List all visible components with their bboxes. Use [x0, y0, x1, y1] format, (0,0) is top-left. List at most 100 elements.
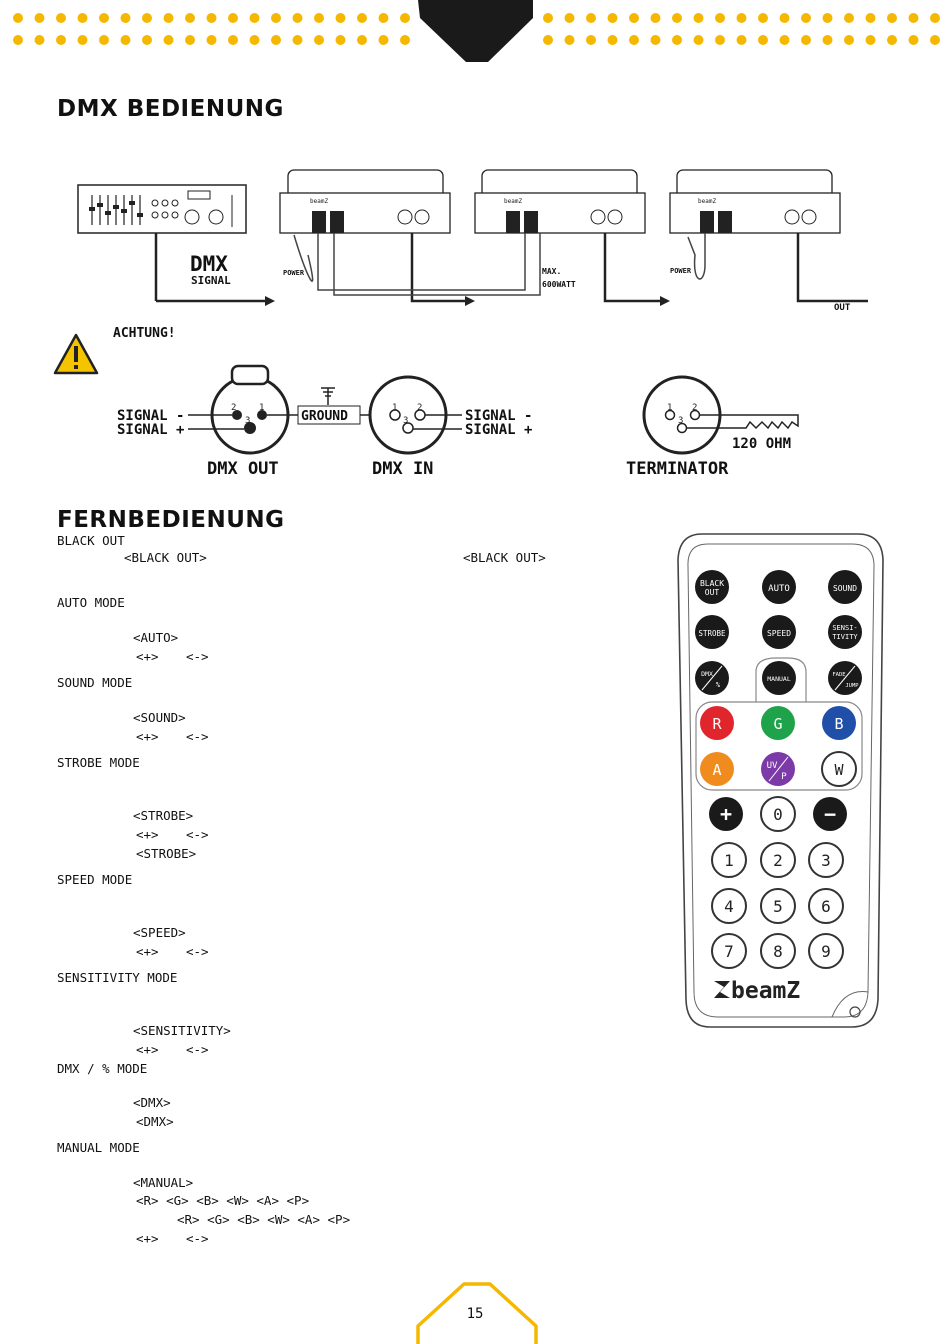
- zero-button[interactable]: 0: [760, 796, 796, 832]
- svg-text:OUT: OUT: [834, 303, 851, 313]
- decor-dot: [844, 13, 854, 23]
- green-button[interactable]: G: [761, 706, 795, 740]
- decor-dot: [142, 35, 152, 45]
- decor-dot: [801, 13, 811, 23]
- svg-text:B: B: [834, 715, 843, 733]
- top-decoration: [13, 0, 940, 62]
- svg-text:SPEED: SPEED: [767, 629, 791, 638]
- svg-text:DMX: DMX: [701, 670, 713, 678]
- decor-dot: [163, 35, 174, 45]
- decor-dot: [629, 35, 639, 45]
- dmx-percent-button[interactable]: DMX %: [695, 661, 729, 695]
- power-cables: [293, 233, 706, 296]
- sensitivity-button[interactable]: SENSI- TIVITY: [828, 615, 862, 649]
- manual-button[interactable]: MANUAL: [762, 661, 796, 695]
- svg-text:beamZ: beamZ: [698, 198, 716, 205]
- svg-text:1: 1: [667, 403, 672, 413]
- svg-text:SENSI-: SENSI-: [832, 624, 857, 632]
- svg-text:G: G: [773, 715, 782, 733]
- terminator-connector: [642, 375, 799, 455]
- decor-dot: [400, 13, 410, 23]
- page-number: 15: [466, 1306, 484, 1322]
- speed-button[interactable]: SPEED: [762, 615, 796, 649]
- svg-text:MAX.: MAX.: [542, 267, 561, 276]
- decor-dot: [77, 13, 88, 23]
- number-4-button[interactable]: [711, 888, 747, 924]
- decor-dot: [13, 13, 23, 23]
- decor-dot: [206, 13, 217, 23]
- svg-text:SIGNAL -: SIGNAL -: [117, 408, 184, 424]
- decor-dot: [543, 35, 553, 45]
- dmx-out-connector: [210, 364, 290, 455]
- decor-dot: [758, 13, 768, 23]
- decor-dot: [844, 35, 854, 45]
- svg-text:7: 7: [724, 942, 734, 961]
- signal-label: SIGNAL: [191, 274, 231, 287]
- number-9-button[interactable]: [808, 933, 844, 969]
- amber-button[interactable]: A: [700, 752, 734, 786]
- decor-dot: [249, 35, 260, 45]
- svg-text:POWER: POWER: [670, 267, 692, 275]
- auto-button[interactable]: AUTO: [762, 570, 796, 604]
- svg-text:SIGNAL -: SIGNAL -: [465, 408, 532, 424]
- number-7-button[interactable]: [711, 933, 747, 969]
- svg-text:MANUAL: MANUAL: [767, 675, 791, 683]
- minus-button[interactable]: −: [813, 797, 847, 831]
- svg-text:9: 9: [821, 942, 831, 961]
- decor-dot: [34, 35, 45, 45]
- decor-dot: [822, 13, 833, 23]
- blue-button[interactable]: B: [822, 706, 856, 740]
- remote-heading: FERNBEDIENUNG: [57, 507, 285, 533]
- svg-text:%: %: [716, 681, 721, 689]
- decor-dot: [228, 13, 238, 23]
- sound-button[interactable]: SOUND: [828, 570, 862, 604]
- decor-dot: [56, 13, 66, 23]
- decor-dot: [292, 35, 303, 45]
- decor-dot: [271, 35, 281, 45]
- svg-text:3: 3: [678, 416, 683, 426]
- svg-text:beamZ: beamZ: [310, 198, 328, 205]
- decor-dot: [930, 13, 940, 23]
- dmx-in-label: DMX IN: [372, 459, 433, 479]
- decor-dot: [400, 35, 410, 45]
- number-2-button[interactable]: [760, 842, 796, 878]
- white-button[interactable]: W: [821, 751, 857, 787]
- svg-text:A: A: [712, 761, 721, 779]
- svg-text:5: 5: [773, 897, 783, 916]
- red-button[interactable]: R: [700, 706, 734, 740]
- svg-text:TIVITY: TIVITY: [832, 633, 858, 641]
- decor-dot: [228, 35, 238, 45]
- number-6-button[interactable]: [808, 888, 844, 924]
- beamz-logo: beamZ: [714, 978, 800, 1004]
- plus-button[interactable]: +: [709, 797, 743, 831]
- blackout-button[interactable]: BLACK OUT: [695, 570, 729, 604]
- decor-dot: [335, 35, 346, 45]
- number-3-button[interactable]: [808, 842, 844, 878]
- svg-text:3: 3: [821, 851, 831, 870]
- decor-dot: [865, 35, 876, 45]
- uv-button[interactable]: UV P: [761, 752, 795, 786]
- warning-icon: [53, 333, 99, 375]
- svg-text:−: −: [824, 802, 836, 826]
- number-8-button[interactable]: [760, 933, 796, 969]
- number-1-button[interactable]: [711, 842, 747, 878]
- svg-text:beamZ: beamZ: [731, 978, 800, 1004]
- decor-dot: [564, 35, 575, 45]
- strobe-button[interactable]: STROBE: [695, 615, 729, 649]
- svg-text:3: 3: [403, 416, 408, 426]
- decor-dot: [586, 35, 596, 45]
- ground-label: GROUND: [301, 409, 348, 424]
- page-number-tab: [416, 1282, 538, 1344]
- svg-text:2: 2: [773, 851, 783, 870]
- decor-dot: [736, 35, 747, 45]
- fixture-3: [669, 169, 841, 234]
- number-5-button[interactable]: [760, 888, 796, 924]
- svg-text:UV: UV: [767, 761, 778, 771]
- fade-jump-button[interactable]: FADE JUMP: [828, 661, 862, 695]
- decor-dot: [99, 35, 109, 45]
- svg-text:W: W: [834, 761, 844, 779]
- fixture-1: [279, 169, 451, 234]
- decor-dot: [715, 35, 725, 45]
- dmx-controller: [77, 184, 275, 306]
- decor-dot: [163, 13, 174, 23]
